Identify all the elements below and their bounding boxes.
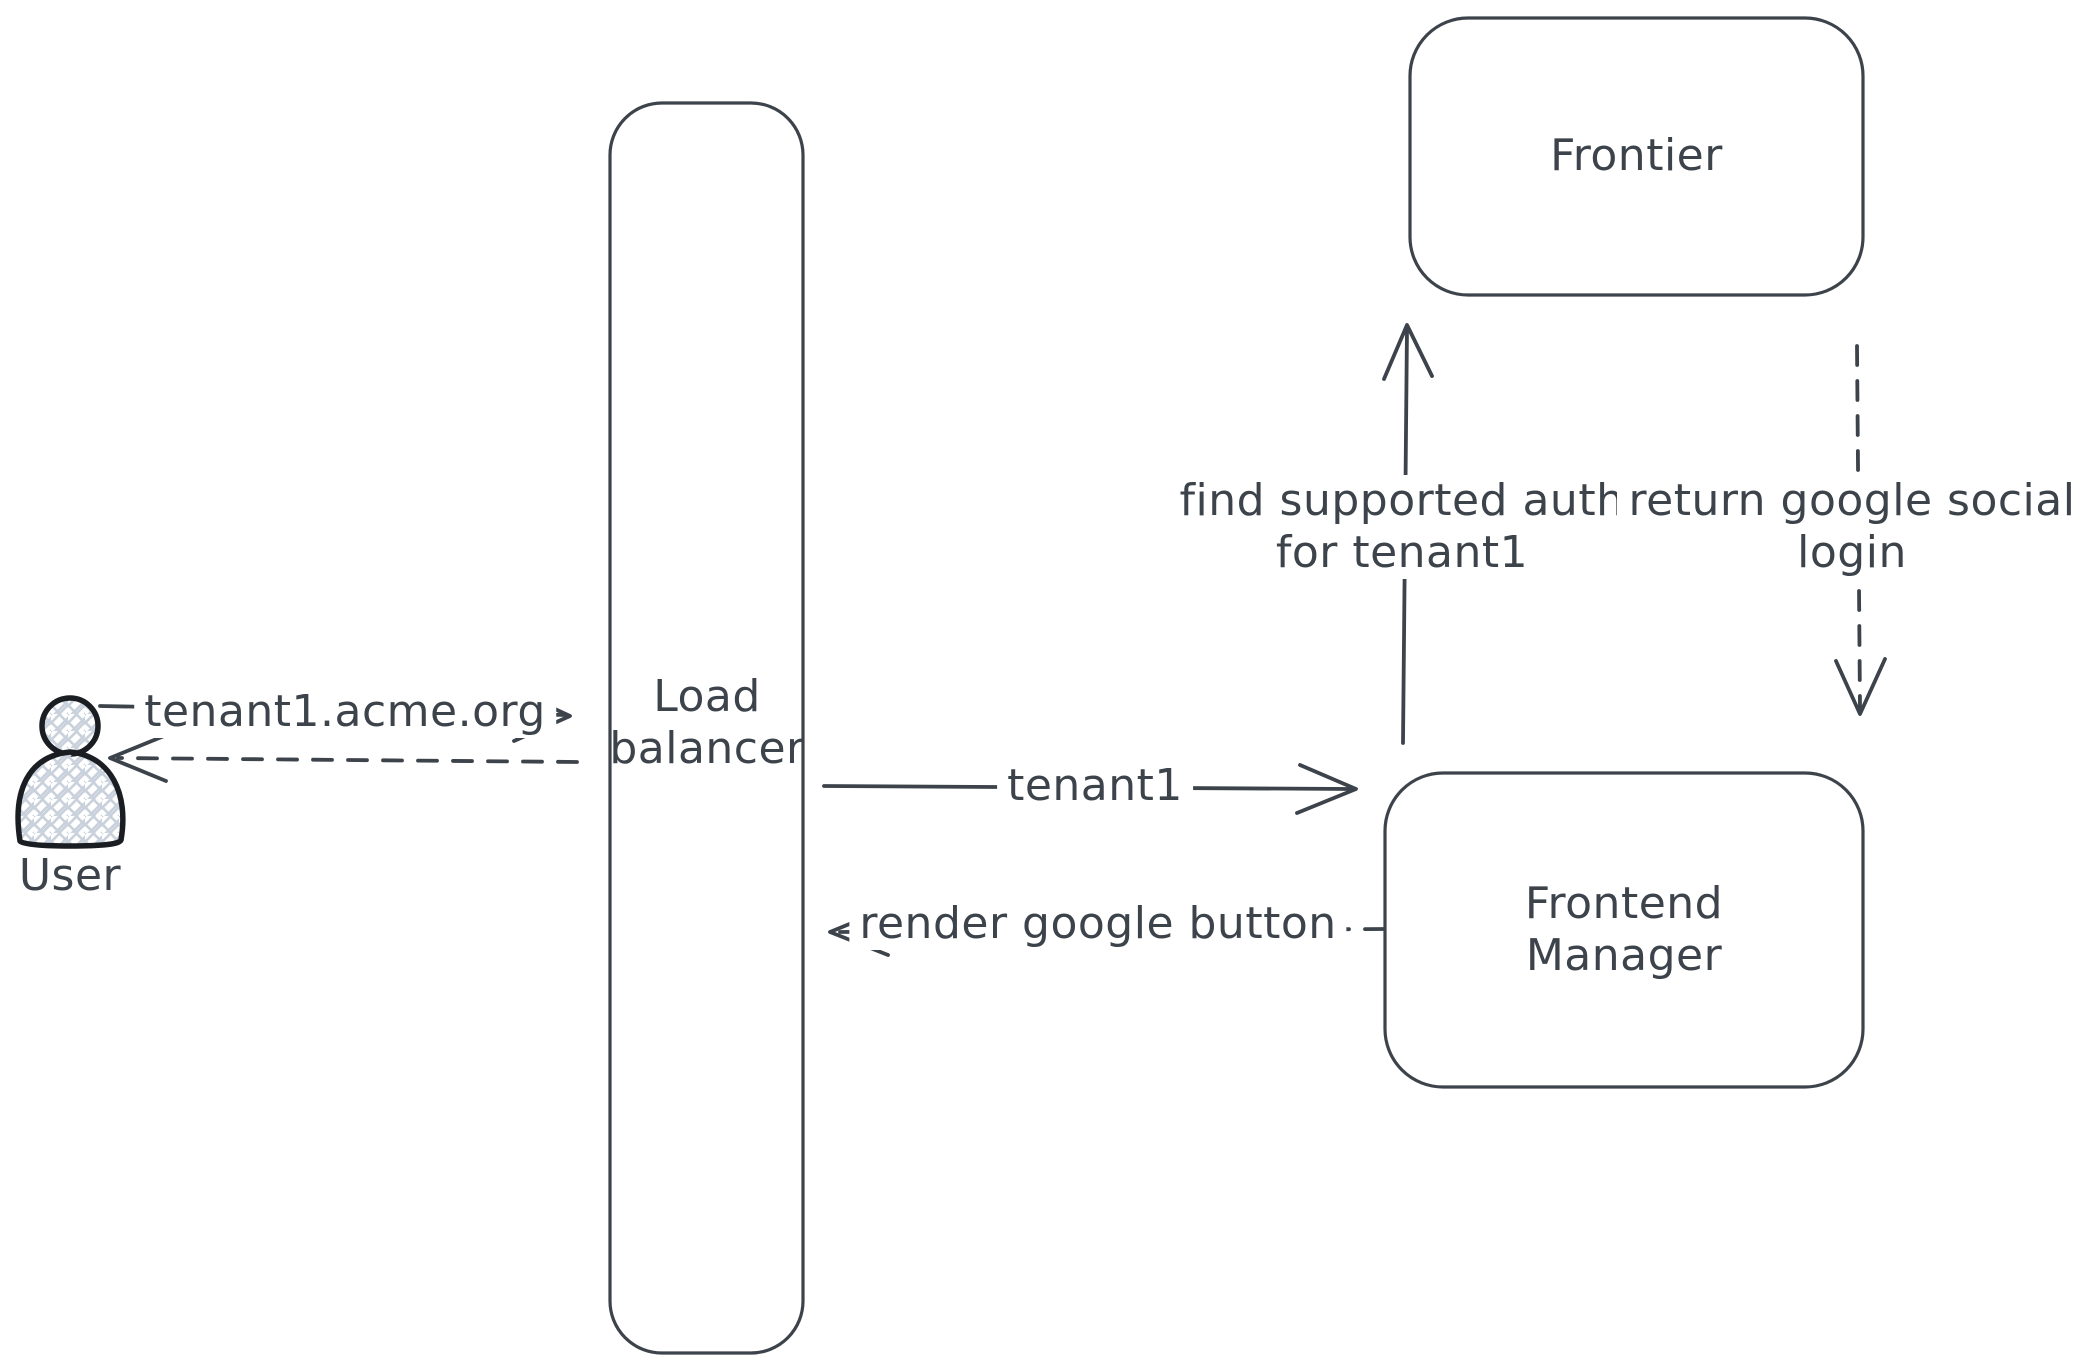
arrow-user-response [108,734,579,783]
user-request-arrow-label: tenant1.acme.org [134,686,556,738]
frontier-node [1408,16,1865,297]
load-balancer-node [608,101,805,1355]
frontier-label: Frontier [1550,130,1723,181]
render-button-arrow-label: render google button [849,898,1347,950]
user-label: User [18,850,122,901]
frontend-manager-label: Frontend Manager [1524,878,1724,981]
person-icon [15,695,126,849]
forward-tenant-arrow-label: tenant1 [997,760,1193,812]
load-balancer-label: Load balancer [609,671,805,774]
return-login-arrow-label: return google social login [1617,475,2083,579]
find-auth-arrow-label: find supported auth for tenant1 [1172,475,1632,579]
